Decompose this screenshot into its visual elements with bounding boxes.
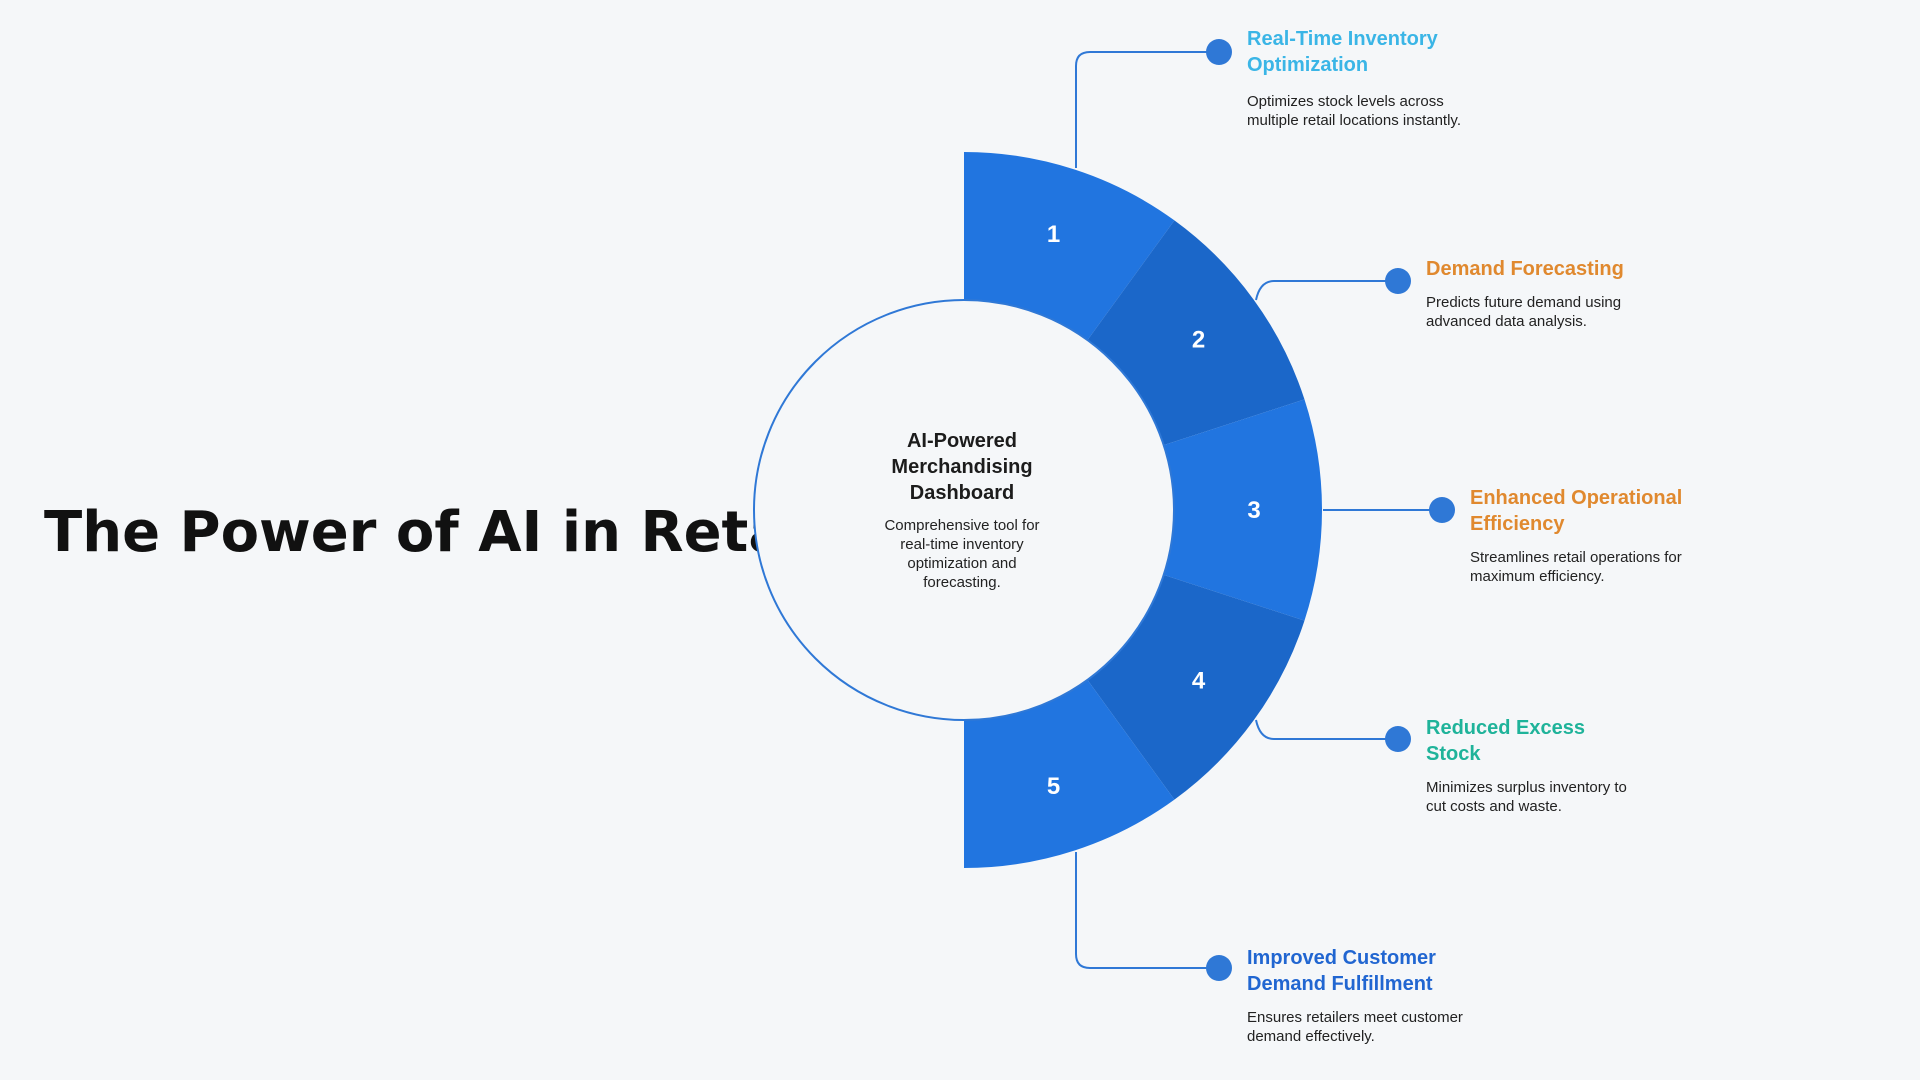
connector-1 — [1075, 51, 1219, 168]
segment-5 — [964, 679, 1175, 868]
item-5-title: Improved Customer Demand Fulfillment — [1247, 947, 1436, 995]
segment-3 — [1163, 399, 1322, 621]
segment-number-3: 3 — [1247, 497, 1260, 524]
item-4-description: Minimizes surplus inventory to cut costs… — [1426, 779, 1627, 815]
segment-4 — [1087, 574, 1305, 800]
connector-dot-5 — [1206, 955, 1232, 981]
connector-dot-3 — [1429, 497, 1455, 523]
connector-5 — [1075, 852, 1219, 969]
hub-circle — [753, 299, 1175, 721]
segment-1 — [964, 152, 1175, 341]
item-2-description: Predicts future demand using advanced da… — [1426, 294, 1622, 330]
connector-dot-4 — [1385, 726, 1411, 752]
item-1-title: Real-Time Inventory Optimization — [1247, 28, 1438, 76]
connector-dot-1 — [1206, 39, 1232, 65]
hub-description: Comprehensive tool for real-time invento… — [884, 517, 1040, 591]
item-1-description: Optimizes stock levels across multiple r… — [1247, 93, 1461, 129]
connector-4 — [1255, 719, 1398, 740]
segment-number-4: 4 — [1192, 667, 1206, 694]
item-2-title: Demand Forecasting — [1426, 258, 1624, 280]
connector-dot-2 — [1385, 268, 1411, 294]
segment-number-1: 1 — [1047, 221, 1060, 248]
item-3-description: Streamlines retail operations for maximu… — [1470, 549, 1682, 585]
segment-number-2: 2 — [1192, 327, 1205, 354]
connector-2 — [1255, 280, 1398, 301]
item-3-title: Enhanced Operational Efficiency — [1470, 487, 1683, 535]
item-4-title: Reduced Excess Stock — [1426, 717, 1585, 765]
hub-title: AI-Powered Merchandising Dashboard — [891, 430, 1033, 504]
segment-2 — [1087, 220, 1305, 446]
item-5-description: Ensures retailers meet customer demand e… — [1247, 1009, 1463, 1045]
segment-number-5: 5 — [1047, 773, 1060, 800]
page-title: The Power of AI in Retail — [44, 500, 825, 565]
